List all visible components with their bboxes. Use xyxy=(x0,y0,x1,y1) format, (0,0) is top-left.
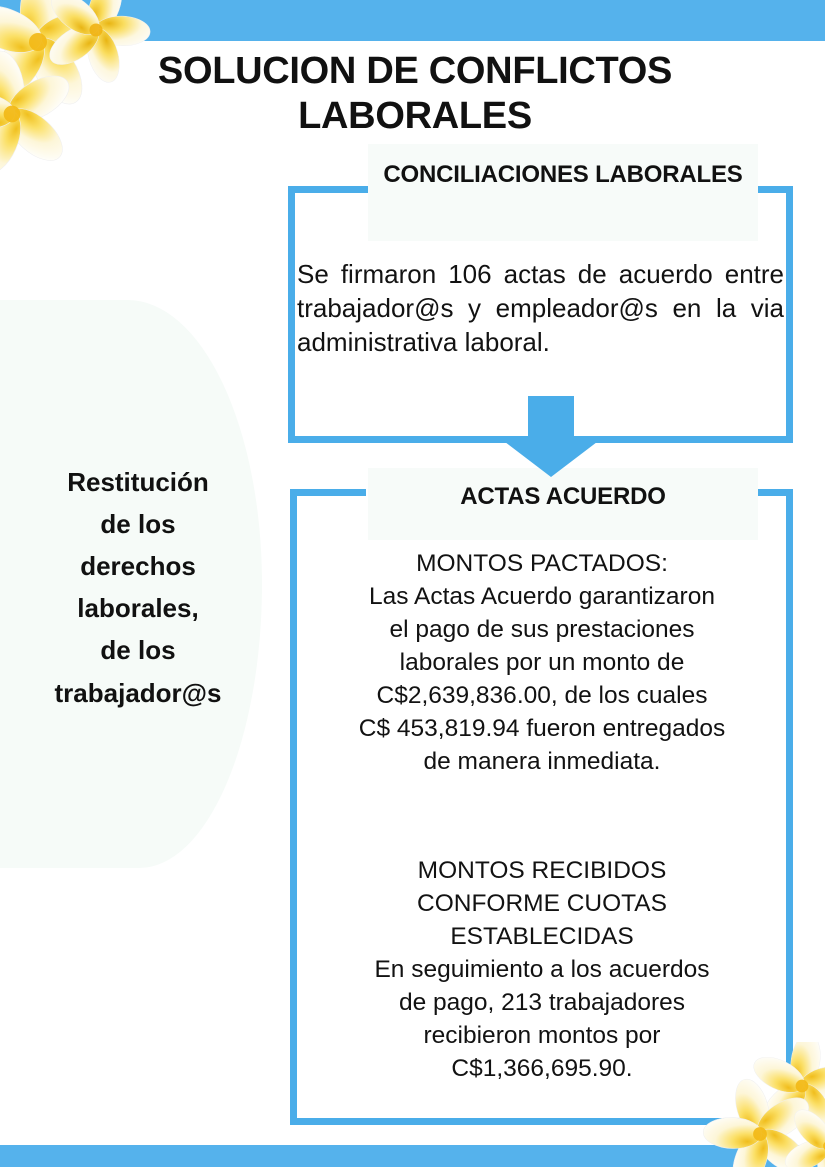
box1-frame-top-left xyxy=(288,186,376,193)
top-accent-band xyxy=(0,0,825,41)
box2-section-b-text: MONTOS RECIBIDOS CONFORME CUOTAS ESTABLE… xyxy=(374,857,710,1082)
box2-frame-right xyxy=(786,489,793,1125)
box2-frame-top-left xyxy=(290,489,366,496)
box2-section-a-text: MONTOS PACTADOS: Las Actas Acuerdo garan… xyxy=(358,550,726,775)
box1-header: CONCILIACIONES LABORALES xyxy=(383,161,743,188)
box2-frame-top-right xyxy=(752,489,793,496)
box2-header-backdrop xyxy=(368,468,758,540)
box1-body-text: Se firmaron 106 actas de acuerdo entre t… xyxy=(297,259,784,358)
bottom-accent-band xyxy=(0,1145,825,1167)
down-arrow-icon xyxy=(504,396,598,478)
box2-header: ACTAS ACUERDO xyxy=(460,483,666,510)
side-statement-backdrop xyxy=(0,300,262,868)
box1-frame-right xyxy=(786,186,793,443)
page-title: SOLUCION DE CONFLICTOS LABORALES xyxy=(157,50,673,137)
box1-header-backdrop xyxy=(368,144,758,241)
box1-frame-left xyxy=(288,186,295,443)
side-statement-text: Restitución de los derechos laborales, d… xyxy=(54,467,222,708)
box2-frame-bottom xyxy=(290,1118,793,1125)
box2-frame-left xyxy=(290,489,297,1125)
